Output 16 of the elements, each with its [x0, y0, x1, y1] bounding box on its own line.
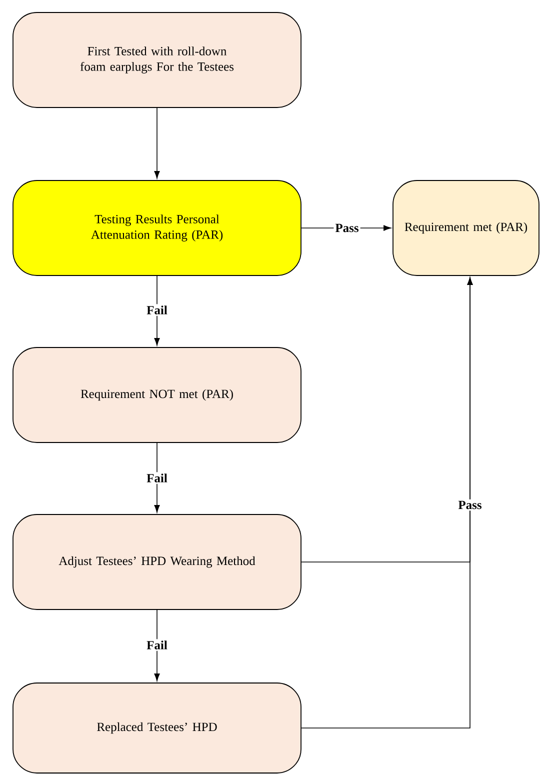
arrow — [154, 610, 160, 682]
process-box: Requirement NOT met (PAR) — [12, 347, 302, 443]
arrow — [154, 108, 160, 179]
arrow — [154, 276, 160, 346]
edge-label: Pass — [456, 499, 484, 511]
process-box: Testing Results Personal Attenuation Rating (PAR) — [12, 180, 302, 276]
edge-label: Fail — [145, 304, 169, 316]
process-box: Replaced Testees’ HPD — [12, 682, 302, 774]
arrow — [301, 277, 473, 728]
process-box: Requirement met (PAR) — [392, 180, 540, 276]
process-box: First Tested with roll-down foam earplugs For the Testees — [12, 12, 302, 108]
edge-label: Fail — [145, 639, 169, 651]
edge-label: Fail — [145, 472, 169, 484]
edge-label: Pass — [334, 222, 360, 234]
arrow — [154, 442, 160, 513]
process-box: Adjust Testees’ HPD Wearing Method — [12, 514, 302, 610]
